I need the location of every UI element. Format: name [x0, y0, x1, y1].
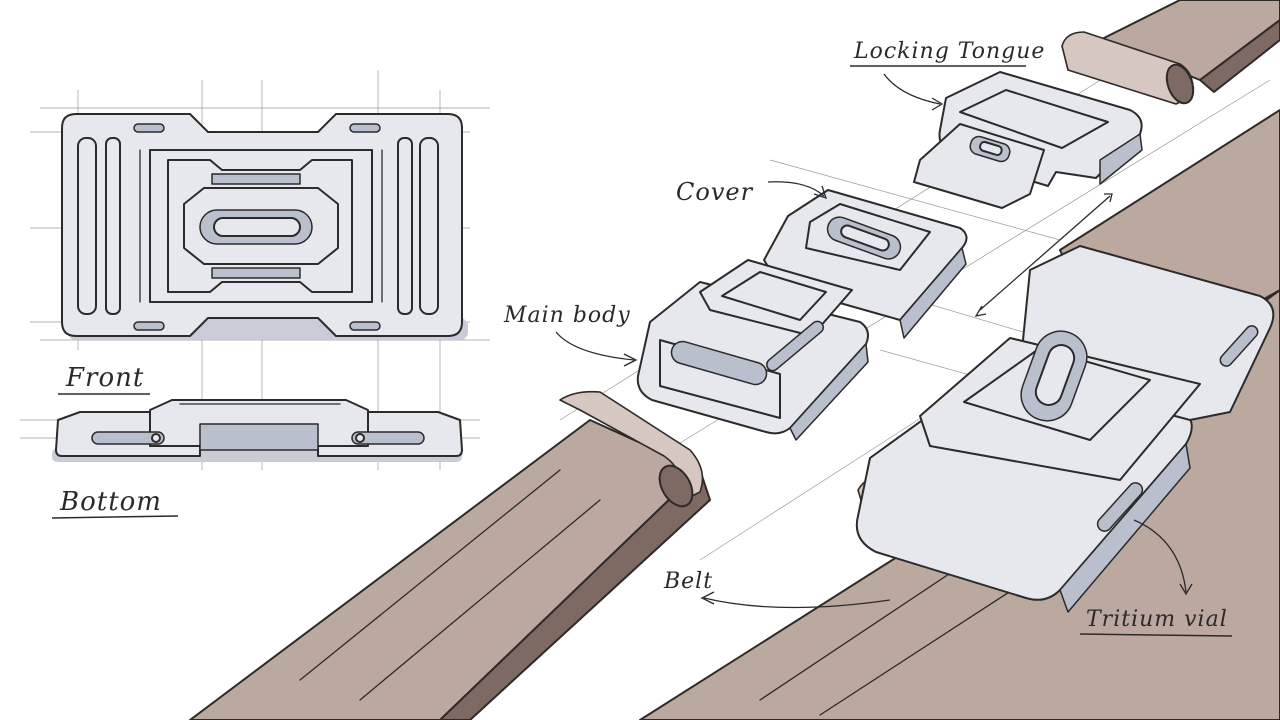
label-front: Front [58, 363, 150, 395]
label-bottom-text: Bottom [59, 487, 162, 517]
label-cover-text: Cover [676, 178, 754, 206]
motion-arrows [974, 193, 1113, 317]
label-tritium-vial: Tritium vial [1079, 519, 1233, 637]
label-bottom: Bottom [51, 487, 179, 519]
main-body-part [636, 259, 869, 441]
front-view-buckle [61, 113, 468, 340]
bottom-view-buckle [52, 399, 463, 462]
label-tritium-vial-text: Tritium vial [1086, 607, 1228, 632]
label-cover: Cover [676, 178, 828, 206]
belt-roll-top [1061, 31, 1195, 105]
label-belt: Belt [663, 569, 891, 609]
label-main-body: Main body [503, 303, 638, 367]
label-locking-tongue: Locking Tongue [850, 39, 1045, 111]
label-main-body-text: Main body [503, 303, 631, 328]
label-front-text: Front [65, 363, 144, 393]
label-belt-text: Belt [663, 569, 713, 594]
label-locking-tongue-text: Locking Tongue [853, 39, 1045, 64]
assembled-buckle [855, 245, 1275, 613]
locking-tongue-part [913, 71, 1143, 209]
cover-part [763, 189, 968, 339]
belt-strap-left [189, 390, 711, 720]
